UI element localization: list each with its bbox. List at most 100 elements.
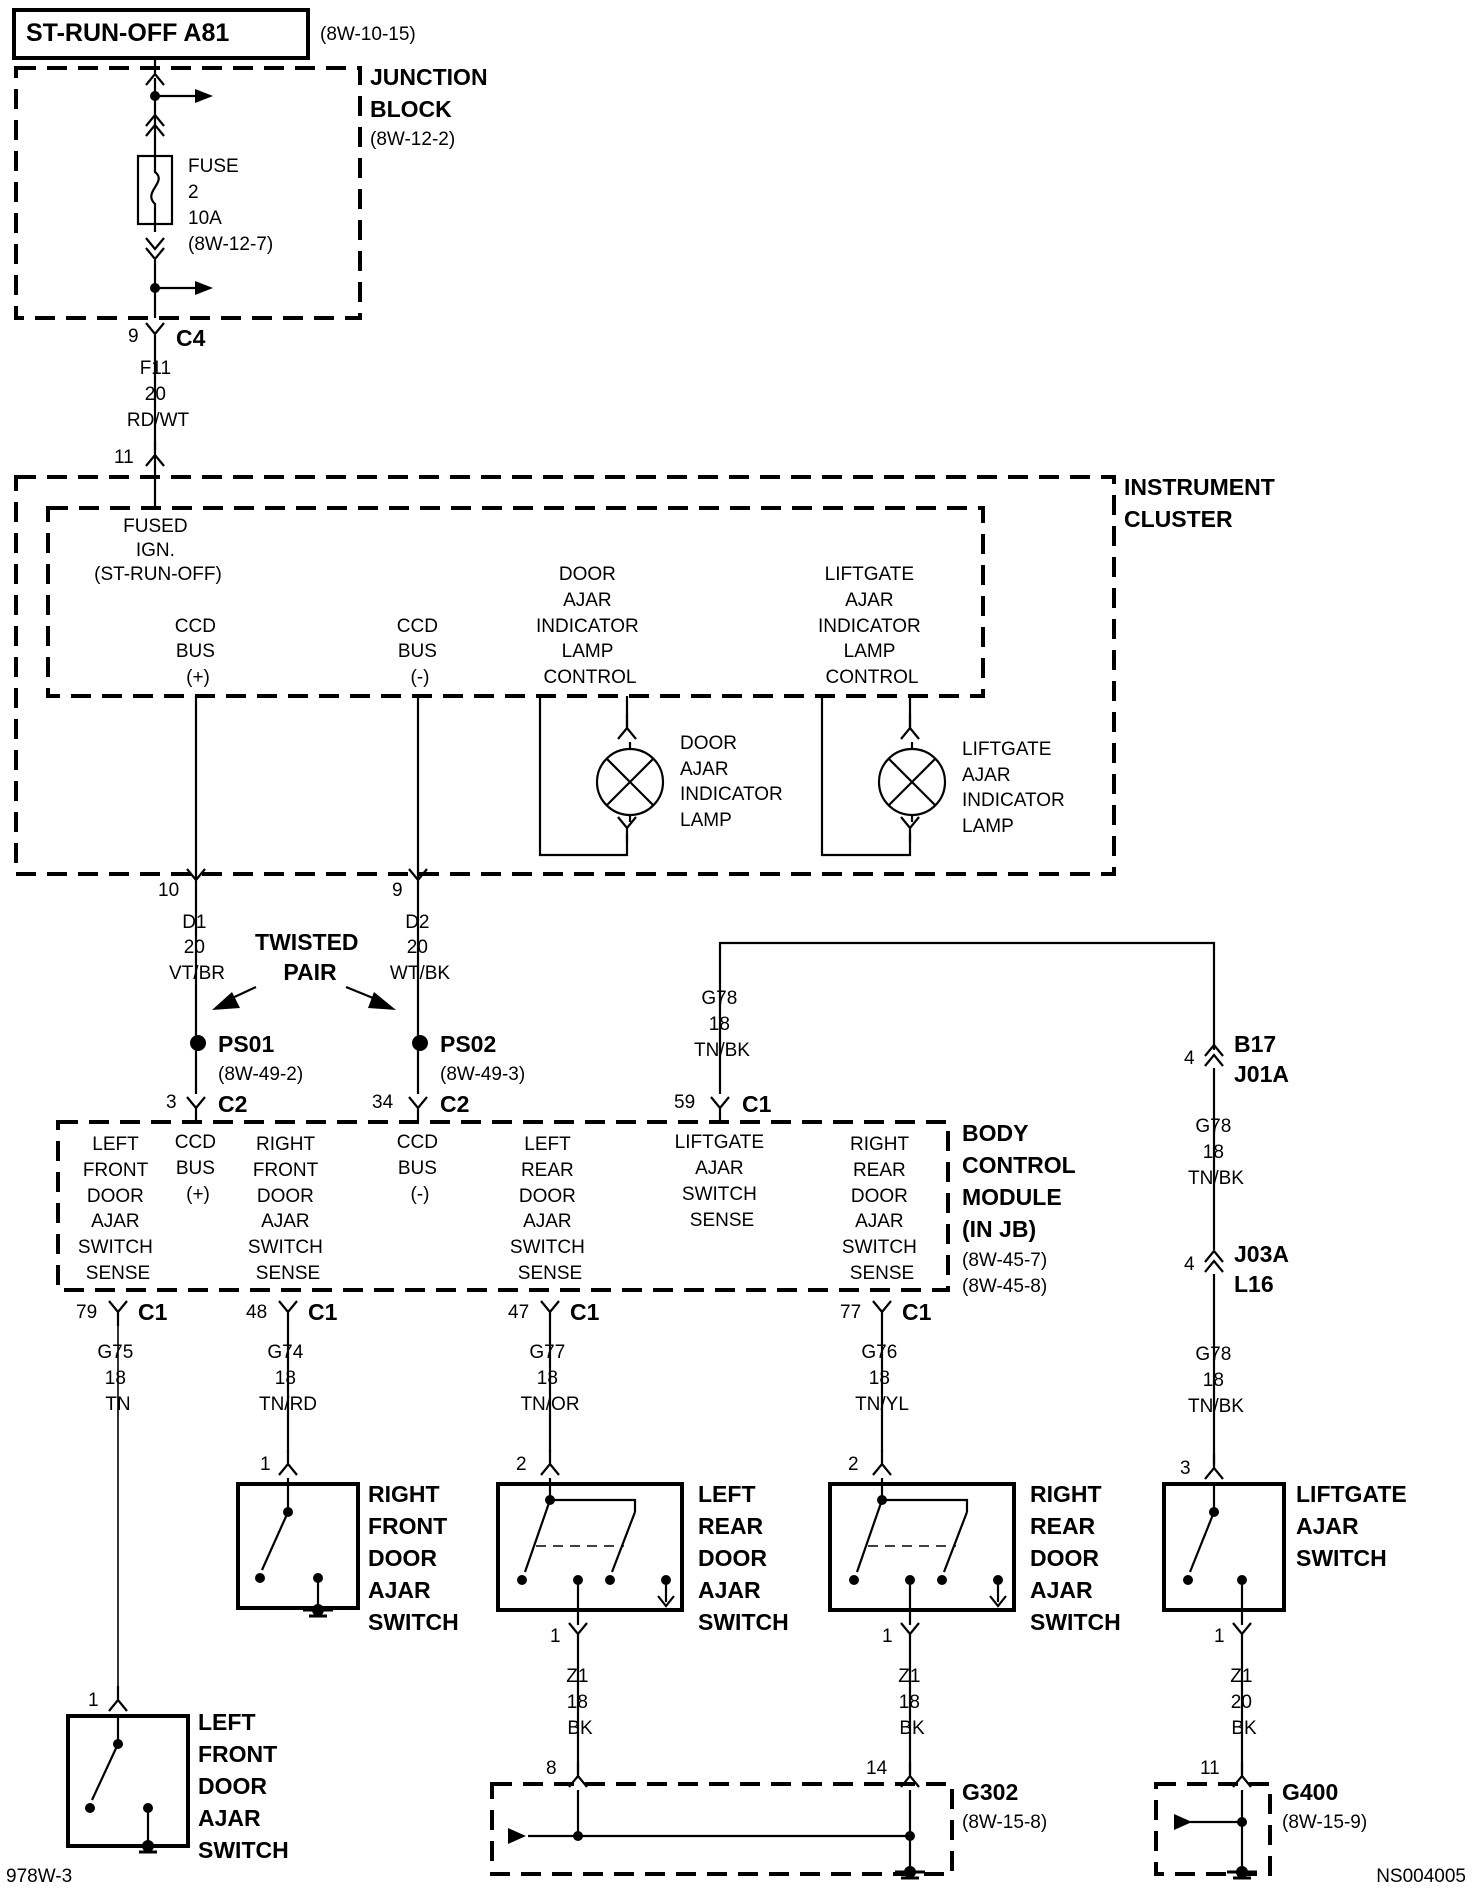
body-control-module: 3 C2 34 C2 59 C1 BODY CONTROL MODULE (IN…: [56, 1091, 1082, 1328]
bus-arrow-bottom: [153, 279, 215, 297]
bcm-pin-79: 79: [76, 1302, 97, 1323]
g400-outline: [1154, 1782, 1272, 1876]
j03a-connector: J03A L16: [1234, 1241, 1295, 1297]
rr-switch-pin-bottom: 1: [882, 1626, 893, 1647]
splice-ps01: [190, 1035, 206, 1051]
g302-ref: (8W-15-8): [962, 1812, 1047, 1833]
wire-g74-label: G74 18 TN/RD: [259, 1342, 317, 1415]
rf-switch-box: [236, 1482, 360, 1610]
bcm-pin-77: 77: [840, 1302, 861, 1323]
junction-block-ref: (8W-12-2): [370, 129, 455, 150]
liftgate-lamp-control-label: LIFTGATE AJAR INDICATOR LAMP CONTROL: [818, 564, 926, 688]
lg-switch-pin-top: 3: [1180, 1458, 1191, 1479]
wire-f11-label: F11 20 RD/WT: [127, 358, 190, 431]
bcm-right-rear-sense: RIGHT REAR DOOR AJAR SWITCH SENSE: [842, 1134, 922, 1284]
ccd-bus-minus-label: CCD BUS (-): [397, 616, 443, 688]
b17-pin: 4: [1184, 1048, 1195, 1069]
bcm-conn-48: C1: [308, 1299, 338, 1325]
instrument-cluster: INSTRUMENT CLUSTER FUSED IGN. (ST-RUN-OF…: [14, 455, 1281, 880]
twisted-pair-label: TWISTED PAIR: [255, 929, 365, 985]
bcm-conn-3: C2: [218, 1091, 247, 1117]
c4-connector: C4: [176, 325, 206, 351]
lr-switch-pin-top: 2: [516, 1454, 527, 1475]
lf-switch-box: [66, 1714, 190, 1848]
bcm-pin-34: 34: [372, 1092, 394, 1113]
g302-pin-right: 14: [866, 1758, 888, 1779]
bcm-ccd-minus: CCD BUS (-): [397, 1132, 443, 1205]
wire-g78-mid-label: G78 18 TN/BK: [1188, 1116, 1244, 1189]
rr-switch-box: [828, 1482, 1016, 1612]
ground-g400: 11 G400 (8W-15-9): [1154, 1758, 1367, 1880]
d1-pin: 10: [158, 880, 179, 901]
liftgate-ajar-switch: 3 1 LIFTGATE AJAR SWITCH: [1162, 1452, 1413, 1650]
cluster-name: INSTRUMENT CLUSTER: [1124, 474, 1281, 532]
door-lamp-control-label: DOOR AJAR INDICATOR LAMP CONTROL: [536, 564, 644, 688]
left-rear-door-ajar-switch: 2 1 LEFT REAR DOOR AJAR SWITCH: [496, 1448, 789, 1650]
lr-switch-pin-bottom: 1: [550, 1626, 561, 1647]
junction-block-name: JUNCTION BLOCK: [370, 64, 494, 122]
twisted-pair-arrow-left: [212, 992, 240, 1010]
bcm-outline: [56, 1120, 950, 1292]
bcm-ccd-plus: CCD BUS (+): [175, 1132, 221, 1205]
lg-switch-box: [1162, 1482, 1286, 1612]
lg-switch-pin-bottom: 1: [1214, 1626, 1225, 1647]
wire-d1-label: D1 20 VT/BR: [169, 912, 225, 984]
wire-g77-label: G77 18 TN/OR: [520, 1342, 579, 1415]
bcm-refs: (8W-45-7) (8W-45-8): [962, 1250, 1052, 1297]
g302-pin-left: 8: [546, 1758, 557, 1779]
ps02-ref: (8W-49-3): [440, 1064, 525, 1085]
wire-z1-b-label: Z1 18 BK: [898, 1666, 925, 1739]
splice-ps02: [412, 1035, 428, 1051]
rf-switch-pin: 1: [260, 1454, 271, 1475]
lg-switch-label: LIFTGATE AJAR SWITCH: [1296, 1481, 1413, 1571]
lr-switch-box: [496, 1482, 684, 1612]
bcm-pin-47: 47: [508, 1302, 529, 1323]
bcm-pin-3: 3: [166, 1092, 177, 1113]
lr-switch-label: LEFT REAR DOOR AJAR SWITCH: [698, 1481, 789, 1635]
bcm-conn-34: C2: [440, 1091, 469, 1117]
liftgate-ajar-lamp-label: LIFTGATE AJAR INDICATOR LAMP: [962, 739, 1070, 837]
wire-z1-c-label: Z1 20 BK: [1230, 1666, 1257, 1739]
title-block: ST-RUN-OFF A81 (8W-10-15): [12, 8, 416, 60]
b17-connector: B17 J01A: [1234, 1031, 1289, 1087]
wire-g78-low-label: G78 18 TN/BK: [1188, 1344, 1244, 1417]
c4-pin: 9: [128, 326, 139, 347]
bcm-conn-79: C1: [138, 1299, 168, 1325]
door-ajar-lamp-label: DOOR AJAR INDICATOR LAMP: [680, 733, 788, 831]
wire-g75-label: G75 18 TN: [97, 1342, 138, 1415]
ps02-label: PS02: [440, 1031, 496, 1057]
right-front-door-ajar-switch: 1 RIGHT FRONT DOOR AJAR SWITCH: [236, 1448, 459, 1635]
wire-z1-a-label: Z1 18 BK: [566, 1666, 593, 1739]
bcm-name: BODY CONTROL MODULE (IN JB): [962, 1120, 1082, 1242]
ps01-ref: (8W-49-2): [218, 1064, 303, 1085]
junction-block: JUNCTION BLOCK (8W-12-2) FUSE 2 10A (8W-…: [14, 58, 494, 320]
junction-block-outline: [14, 66, 362, 320]
j03a-pin: 4: [1184, 1254, 1195, 1275]
footer-left-code: 978W-3: [6, 1866, 72, 1887]
bcm-liftgate-sense: LIFTGATE AJAR SWITCH SENSE: [675, 1132, 770, 1231]
lf-switch-label: LEFT FRONT DOOR AJAR SWITCH: [198, 1709, 289, 1863]
diagram-title: ST-RUN-OFF A81: [26, 19, 229, 47]
cluster-outer-outline: [14, 475, 1116, 876]
fuse-label: FUSE 2 10A (8W-12-7): [188, 156, 273, 255]
bcm-conn-59: C1: [742, 1091, 772, 1117]
bcm-right-front-sense: RIGHT FRONT DOOR AJAR SWITCH SENSE: [248, 1134, 328, 1284]
lf-switch-pin: 1: [88, 1690, 99, 1711]
g302-label: G302: [962, 1779, 1018, 1805]
wire-g78-loop: [718, 941, 1216, 1094]
liftgate-ajar-lamp-icon: [877, 747, 947, 817]
bus-arrow-top: [153, 87, 215, 105]
bcm-pin-48: 48: [246, 1302, 267, 1323]
g400-pin: 11: [1200, 1758, 1220, 1779]
rf-switch-label: RIGHT FRONT DOOR AJAR SWITCH: [368, 1481, 459, 1635]
ps01-label: PS01: [218, 1031, 274, 1057]
wire-g76-label: G76 18 TN/YL: [855, 1342, 909, 1415]
ccd-bus-plus-label: CCD BUS (+): [175, 616, 221, 688]
twisted-pair-arrow-right: [368, 992, 396, 1010]
title-reference: (8W-10-15): [320, 24, 416, 45]
g400-label: G400: [1282, 1779, 1338, 1805]
wire-g78-top-label: G78 18 TN/BK: [694, 988, 750, 1061]
left-front-door-ajar-switch: 1 LEFT FRONT DOOR AJAR SWITCH: [66, 1684, 289, 1863]
cluster-inner-outline: [46, 506, 985, 698]
